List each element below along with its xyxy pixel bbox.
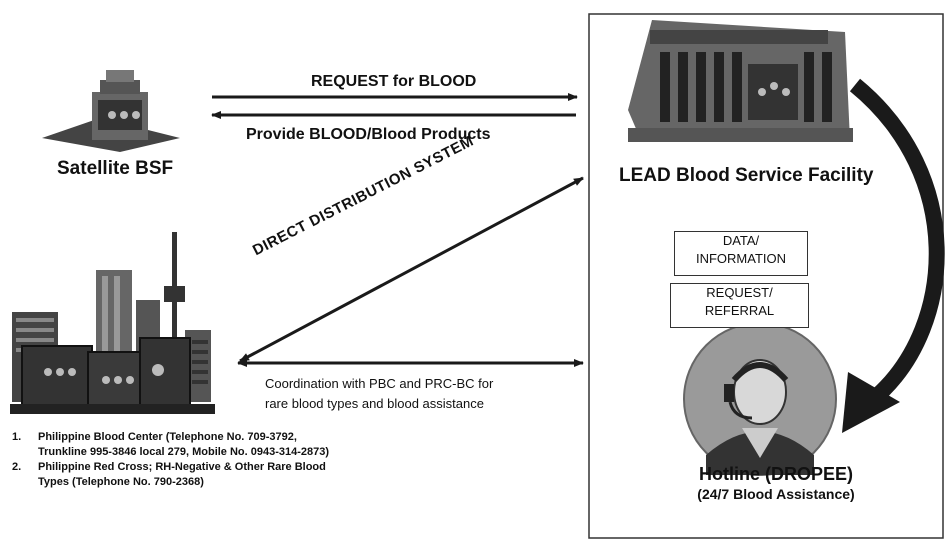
request-referral-box: REQUEST/ REFERRAL [670, 283, 809, 328]
lead-facility-label: LEAD Blood Service Facility [619, 165, 874, 186]
satellite-bsf-label: Satellite BSF [57, 158, 174, 179]
request-for-blood-label: REQUEST for BLOOD [311, 73, 477, 90]
note-text: Philippine Red Cross; RH-Negative & Othe… [38, 461, 326, 488]
hotline-sub-label: (24/7 Blood Assistance) [697, 486, 855, 502]
lead-building-icon [628, 20, 853, 142]
note-number: 1. [12, 431, 22, 443]
coordination-label: Coordination with PBC and PRC-BC for rar… [265, 374, 493, 414]
satellite-building-icon [42, 70, 180, 152]
request-line-2: REFERRAL [704, 303, 775, 318]
data-line-2: INFORMATION [695, 251, 787, 266]
direct-distribution-arrow [239, 176, 584, 363]
coordination-line-2: rare blood types and blood assistance [265, 396, 484, 411]
hotline-label: Hotline (DROPEE) [698, 464, 853, 484]
curved-arrow-head [842, 372, 900, 433]
note-number: 2. [12, 461, 22, 473]
data-information-box: DATA/ INFORMATION [674, 231, 808, 276]
curved-arrow [849, 78, 945, 401]
hospitals-city-icon [10, 232, 215, 414]
note-item: 2. Philippine Red Cross; RH-Negative & O… [10, 460, 340, 490]
data-line-1: DATA/ [722, 233, 760, 248]
contact-notes: 1. Philippine Blood Center (Telephone No… [10, 430, 340, 490]
coordination-line-1: Coordination with PBC and PRC-BC for [265, 376, 494, 391]
provide-blood-label: Provide BLOOD/Blood Products [246, 126, 491, 143]
request-line-1: REQUEST/ [706, 285, 773, 300]
note-text: Philippine Blood Center (Telephone No. 7… [38, 431, 330, 458]
hotline-operator-icon [683, 322, 837, 476]
note-item: 1. Philippine Blood Center (Telephone No… [10, 430, 340, 460]
